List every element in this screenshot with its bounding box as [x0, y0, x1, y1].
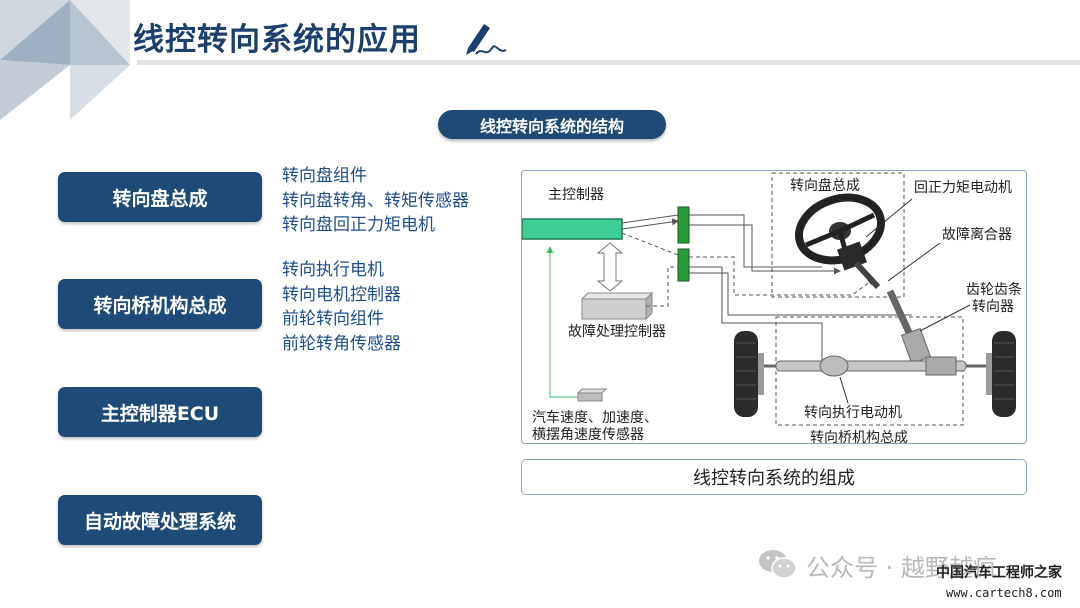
steering-wheel-group-box — [771, 172, 905, 298]
sensor-block — [577, 392, 603, 402]
pen-icon — [466, 24, 507, 55]
steering-wheel-assembly-button[interactable]: 转向盘总成 — [58, 172, 262, 222]
connector-block-lower — [677, 248, 690, 282]
corner-decoration — [0, 0, 130, 120]
return-motor-label: 回正力矩电动机 — [914, 180, 1012, 196]
list-item: 前轮转角传感器 — [282, 333, 401, 354]
fault-controller-block — [581, 298, 647, 320]
fault-clutch-label: 故障离合器 — [942, 226, 1012, 243]
list-item: 转向电机控制器 — [282, 284, 401, 305]
steering-wheel-assembly-label: 转向盘总成 — [790, 177, 860, 194]
wechat-icon — [759, 550, 797, 579]
list-item: 转向盘转角、转矩传感器 — [282, 190, 469, 211]
list-item: 前轮转向组件 — [282, 309, 384, 329]
rack-gear-label-line1: 齿轮齿条 — [966, 281, 1022, 298]
fault-handling-system-button[interactable]: 自动故障处理系统 — [58, 495, 262, 545]
connector-block-upper — [677, 206, 690, 244]
axle-icon — [756, 355, 990, 377]
list-item: 转向盘组件 — [282, 166, 367, 186]
list-item: 转向执行电机 — [282, 260, 384, 280]
main-controller-label: 主控制器 — [548, 187, 604, 203]
sensors-label-line2: 横摆角速度传感器 — [532, 426, 644, 443]
list-item: 转向盘回正力矩电机 — [282, 215, 435, 235]
left-wheel-icon — [734, 331, 764, 417]
steering-axle-assembly-button[interactable]: 转向桥机构总成 — [58, 279, 262, 329]
watermark-account: 公众号 · 越野越疯 — [806, 554, 997, 582]
steer-by-wire-diagram: 主控制器 转向盘总成 回正力矩电动机 故障离合器 齿轮齿条 转向器 故障处理控制… — [521, 170, 1027, 444]
main-ecu-button[interactable]: 主控制器ECU — [58, 387, 262, 437]
watermark-site-name: 中国汽车工程师之家 — [936, 565, 1062, 581]
steering-axle-components-list: 转向执行电机 转向电机控制器 前轮转向组件 前轮转角传感器 — [282, 258, 401, 356]
steering-wheel-icon — [794, 193, 886, 290]
diagram-drawing: 主控制器 转向盘总成 回正力矩电动机 故障离合器 齿轮齿条 转向器 故障处理控制… — [522, 172, 1022, 444]
section-title: 线控转向系统的结构 — [438, 110, 666, 139]
actuator-motor-label: 转向执行电动机 — [804, 405, 902, 421]
sensors-label-line1: 汽车速度、加速度、 — [532, 409, 658, 426]
steering-column — [886, 289, 932, 365]
steering-wheel-components-list: 转向盘组件 转向盘转角、转矩传感器 转向盘回正力矩电机 — [282, 164, 469, 238]
fault-controller-label: 故障处理控制器 — [568, 324, 666, 340]
main-controller-block — [522, 218, 623, 240]
diagram-caption: 线控转向系统的组成 — [521, 459, 1027, 495]
watermark-site-url: www.cartech8.com — [946, 586, 1062, 600]
right-wheel-icon — [986, 331, 1016, 417]
rack-gear-label-line2: 转向器 — [972, 299, 1014, 315]
title-underline — [137, 60, 1080, 65]
page-title: 线控转向系统的应用 — [133, 22, 421, 58]
axle-assembly-label: 转向桥机构总成 — [810, 430, 908, 444]
bidirectional-arrow — [596, 242, 624, 292]
